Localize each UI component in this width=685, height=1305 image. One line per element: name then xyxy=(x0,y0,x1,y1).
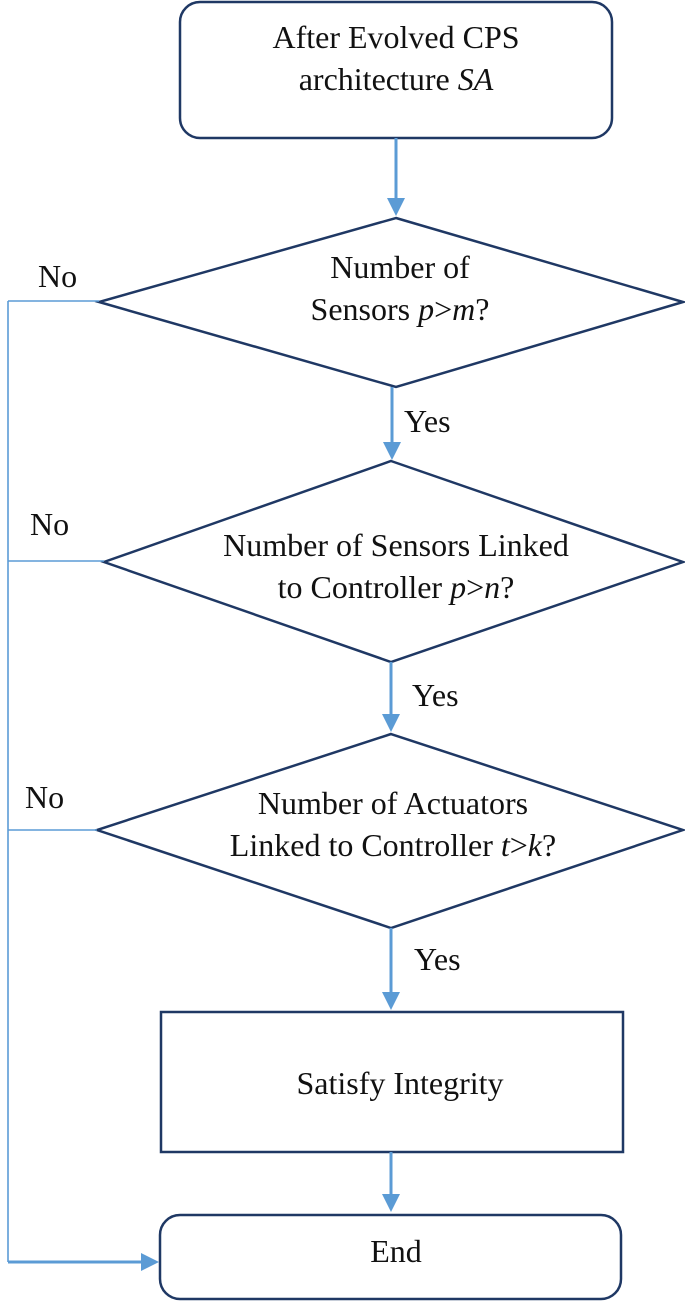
decision3-line2: Linked to Controller t>k? xyxy=(230,827,556,863)
start-node: After Evolved CPS architecture SA xyxy=(178,0,614,140)
decision1-no-label: No xyxy=(38,258,77,294)
end-box xyxy=(158,1213,623,1301)
arrow-process-to-end xyxy=(382,1152,400,1212)
arrow-decision2-yes: Yes xyxy=(382,662,459,732)
end-node: End xyxy=(158,1213,623,1301)
process-label: Satisfy Integrity xyxy=(296,1065,503,1101)
arrow-start-to-decision1 xyxy=(387,138,405,216)
decision2-yes-label: Yes xyxy=(412,677,459,713)
process-box xyxy=(159,1010,625,1154)
decision1-yes-label: Yes xyxy=(404,403,451,439)
decision3-yes-label: Yes xyxy=(414,941,461,977)
decision2-no-label: No xyxy=(30,506,69,542)
no-to-end-arrowhead xyxy=(141,1253,159,1271)
decision2-line1: Number of Sensors Linked xyxy=(223,527,569,563)
decision2-line2: to Controller p>n? xyxy=(278,569,515,605)
decision1-node: Number of Sensors p>m? xyxy=(94,216,685,389)
decision1-line1: Number of xyxy=(330,249,470,285)
end-label: End xyxy=(370,1233,422,1269)
arrow-decision3-yes: Yes xyxy=(382,928,461,1010)
decision3-line1: Number of Actuators xyxy=(258,785,528,821)
arrow-decision1-yes: Yes xyxy=(383,387,451,460)
decision1-diamond xyxy=(94,216,685,389)
process-node: Satisfy Integrity xyxy=(159,1010,625,1154)
decision3-no-label: No xyxy=(25,779,64,815)
decision2-node: Number of Sensors Linked to Controller p… xyxy=(100,459,685,664)
start-line1: After Evolved CPS xyxy=(272,19,519,55)
decision1-line2: Sensors p>m? xyxy=(311,291,490,327)
start-line2: architecture SA xyxy=(299,61,494,97)
no-path: No No No xyxy=(7,258,159,1271)
decision3-node: Number of Actuators Linked to Controller… xyxy=(93,732,685,930)
